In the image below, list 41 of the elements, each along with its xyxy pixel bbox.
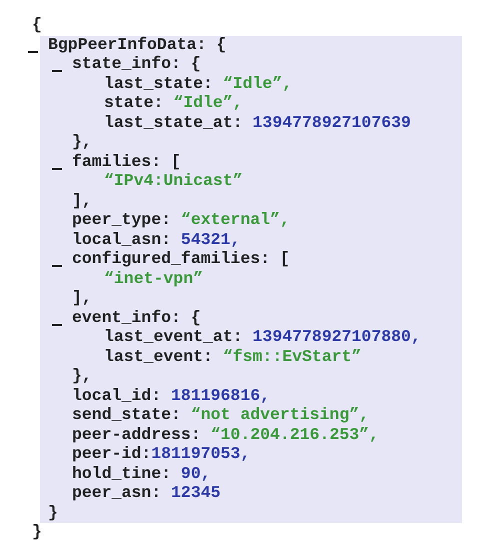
code-key: ], <box>72 289 92 307</box>
code-value: 1394778927107639 <box>252 114 411 132</box>
code-key: BgpPeerInfoData: { <box>48 36 226 54</box>
code-value: 181196816, <box>171 386 270 404</box>
code-brace: { <box>32 16 42 34</box>
code-key: last_state: <box>104 74 213 92</box>
code-value: “Idle”, <box>173 94 243 112</box>
code-key: local_asn: <box>72 230 172 248</box>
code-key: local_id: <box>72 386 162 404</box>
code-key: event_info: { <box>72 308 201 326</box>
code-panel <box>40 36 462 523</box>
code-value: 1394778927107880, <box>252 328 421 346</box>
code-value: “10.204.216.253”, <box>210 426 379 444</box>
code-key: peer_asn: <box>72 484 162 502</box>
code-value: 54321, <box>180 230 240 248</box>
code-key: send_state: <box>72 406 181 424</box>
code-value: “fsm::EvStart” <box>222 348 362 366</box>
code-value: 181197053, <box>151 445 250 463</box>
code-key: peer_type: <box>72 211 172 229</box>
code-value: 12345 <box>171 484 221 502</box>
code-value: “IPv4:Unicast” <box>104 172 243 190</box>
code-key: peer-address: <box>72 426 201 444</box>
code-value: “not advertising”, <box>190 406 370 424</box>
code-key: hold_tine: <box>72 464 172 482</box>
code-key: last_state_at: <box>104 114 243 132</box>
code-key: last_event_at: <box>104 328 243 346</box>
code-key: state: <box>104 94 164 112</box>
code-value: 90, <box>180 464 211 482</box>
code-key: families: [ <box>72 152 181 170</box>
code-value: “inet-vpn” <box>104 270 204 288</box>
code-brace: } <box>32 523 42 541</box>
code-key: }, <box>72 367 92 385</box>
code-key: state_info: { <box>72 55 201 73</box>
code-key: last_event: <box>104 348 213 366</box>
code-key: configured_families: [ <box>72 250 290 268</box>
code-value: “Idle”, <box>222 74 292 92</box>
code-key: ], <box>72 192 92 210</box>
code-key: }, <box>72 133 92 151</box>
code-value: “external”, <box>180 211 290 229</box>
code-key: } <box>48 504 58 522</box>
code-key: peer-id: <box>72 445 152 463</box>
